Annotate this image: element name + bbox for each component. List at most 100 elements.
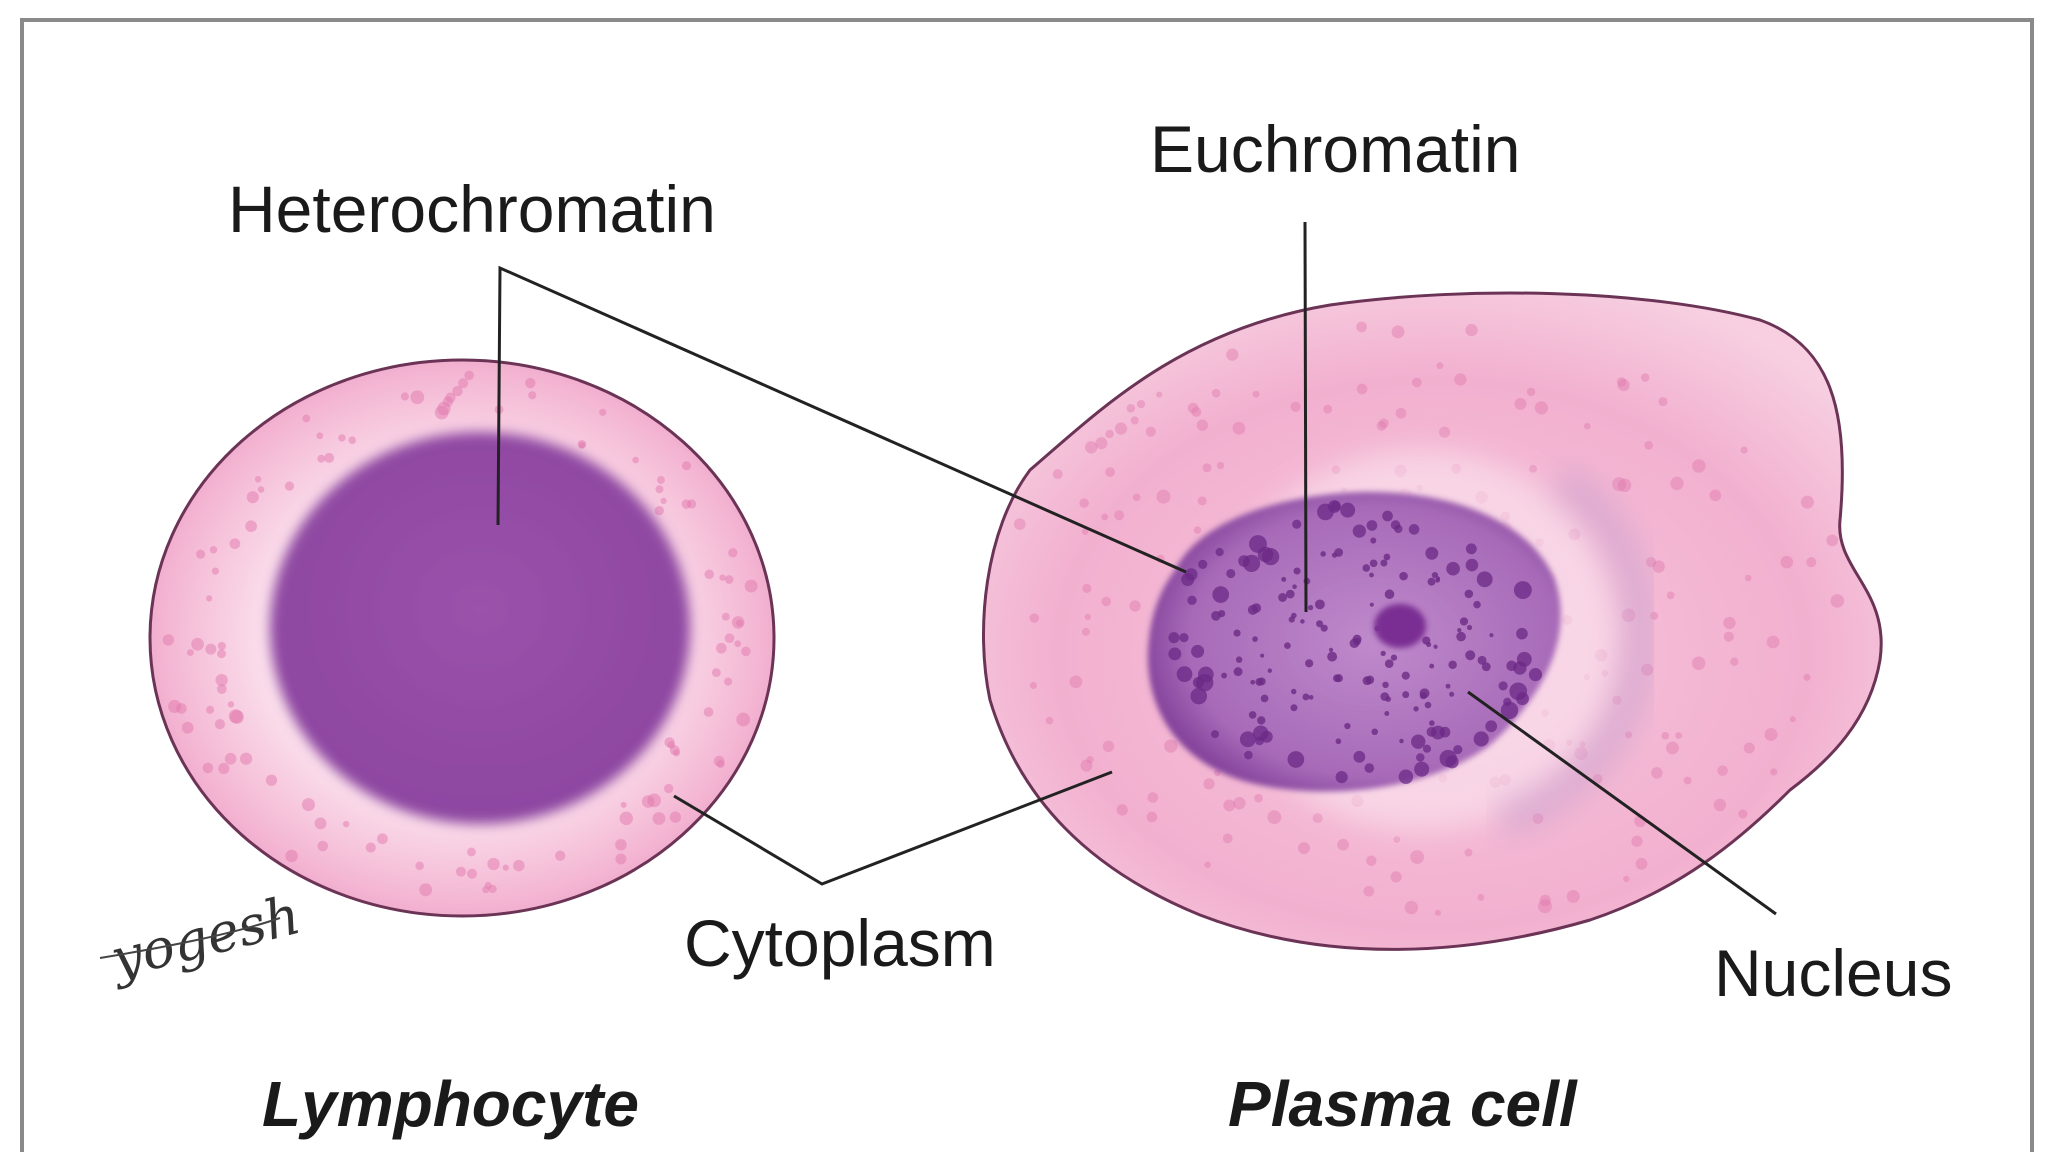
chromatin-speck: [1413, 706, 1419, 712]
chromatin-speck: [1278, 593, 1287, 602]
artist-signature: yogesh: [99, 883, 306, 991]
chromatin-speck: [1445, 683, 1451, 689]
granule: [1156, 489, 1171, 504]
granule: [728, 548, 738, 558]
granule: [1216, 461, 1225, 470]
granule: [664, 783, 674, 794]
chromatin-speck: [1433, 644, 1438, 649]
granule: [736, 619, 744, 627]
granule: [1723, 616, 1736, 630]
chromatin-speck: [1235, 656, 1243, 663]
granule: [1114, 510, 1125, 521]
granule: [211, 567, 220, 575]
chromatin-speck: [1369, 602, 1374, 607]
granule: [620, 801, 627, 808]
granule: [205, 643, 217, 655]
chromatin-speck: [1179, 633, 1189, 643]
granule: [1156, 391, 1163, 398]
granule: [1082, 627, 1090, 636]
granule: [1465, 323, 1478, 337]
chromatin-speck: [1257, 716, 1266, 725]
granule: [1612, 477, 1627, 492]
granule: [458, 378, 469, 389]
granule: [217, 641, 226, 651]
granule: [1187, 402, 1199, 414]
chromatin-speck: [1390, 654, 1398, 661]
granule: [1410, 850, 1425, 864]
chromatin-speck: [1369, 572, 1374, 578]
granule: [464, 370, 474, 381]
granule: [1644, 440, 1654, 450]
chromatin-speck: [1481, 662, 1491, 672]
granule: [230, 710, 244, 724]
chromatin-speck: [1334, 674, 1343, 683]
granule: [217, 649, 226, 659]
granule: [1222, 833, 1233, 844]
granule: [229, 538, 241, 550]
nucleus-label: Nucleus: [1714, 936, 1952, 1010]
cytoplasm-leader: [673, 770, 1113, 886]
chromatin-speck: [1335, 738, 1342, 745]
chromatin-speck: [1429, 720, 1435, 726]
granule: [1789, 716, 1796, 723]
chromatin-speck: [1287, 751, 1305, 768]
chromatin-speck: [1190, 687, 1208, 705]
granule: [1203, 778, 1215, 790]
granule: [1211, 388, 1221, 398]
granule: [1514, 397, 1527, 410]
chromatin-speck: [1456, 631, 1466, 642]
granule: [1529, 464, 1537, 473]
chromatin-speck: [1422, 744, 1432, 753]
chromatin-speck: [1528, 668, 1543, 682]
granule: [1526, 387, 1536, 397]
chromatin-speck: [1416, 753, 1425, 762]
granule: [716, 760, 725, 769]
granule: [1084, 441, 1098, 454]
chromatin-speck: [1168, 632, 1180, 644]
golgi-crescent: [1495, 465, 1657, 837]
lymphocyte-cytoplasm-granules: [162, 370, 758, 897]
granule: [599, 408, 607, 416]
granule: [482, 886, 490, 894]
chromatin-speck: [1476, 571, 1493, 588]
chromatin-speck: [1328, 647, 1334, 652]
chromatin-speck: [1247, 604, 1258, 615]
granule: [687, 499, 697, 509]
chromatin-speck: [1477, 655, 1487, 665]
granule: [1395, 407, 1407, 419]
chromatin-speck: [1398, 769, 1414, 784]
nucleus-leader: [1467, 690, 1777, 916]
chromatin-speck: [1198, 559, 1208, 570]
granule: [1126, 403, 1136, 413]
chromatin-speck: [1371, 728, 1379, 736]
granule: [338, 434, 346, 442]
granule: [215, 673, 228, 687]
chromatin-speck: [1284, 642, 1291, 649]
chromatin-speck: [1390, 520, 1401, 530]
granule: [1534, 401, 1549, 415]
granule: [1658, 397, 1668, 407]
granule: [1411, 377, 1422, 388]
cytoplasm-label: Cytoplasm: [684, 906, 996, 980]
granule: [246, 491, 259, 504]
granule: [324, 452, 335, 463]
chromatin-speck: [1260, 730, 1273, 743]
granule: [1052, 469, 1063, 480]
granule: [216, 684, 227, 694]
chromatin-speck: [1328, 500, 1341, 513]
chromatin-speck: [1362, 564, 1371, 572]
chromatin-speck: [1255, 677, 1264, 686]
granule: [1226, 348, 1239, 361]
chromatin-speck: [1408, 524, 1420, 535]
granule: [528, 391, 537, 400]
chromatin-speck: [1242, 554, 1261, 573]
chromatin-speck: [1344, 722, 1351, 730]
granule: [513, 859, 525, 872]
chromatin-speck: [1364, 763, 1375, 773]
granule: [348, 436, 357, 445]
granule: [615, 838, 627, 851]
granule: [227, 701, 235, 708]
chromatin-speck: [1260, 694, 1269, 703]
chromatin-speck: [1335, 771, 1348, 784]
granule: [191, 637, 204, 651]
